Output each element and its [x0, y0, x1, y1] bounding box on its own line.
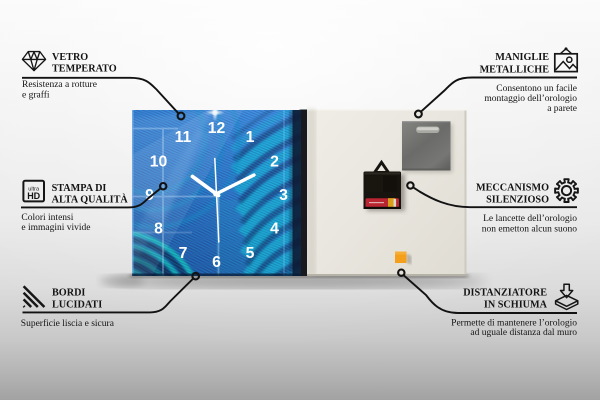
- svg-text:Superficie liscia e sicura: Superficie liscia e sicura: [21, 318, 115, 329]
- svg-text:VETRO: VETRO: [52, 52, 88, 63]
- svg-text:Resistenza a rotture: Resistenza a rotture: [22, 80, 97, 90]
- svg-text:8: 8: [154, 220, 163, 237]
- svg-text:6: 6: [212, 254, 221, 271]
- svg-text:3: 3: [279, 187, 288, 204]
- svg-text:STAMPA DI: STAMPA DI: [52, 183, 107, 194]
- svg-text:IN SCHIUMA: IN SCHIUMA: [484, 300, 548, 311]
- svg-text:SILENZIOSO: SILENZIOSO: [486, 195, 549, 206]
- svg-text:5: 5: [246, 245, 255, 262]
- svg-text:MECCANISMO: MECCANISMO: [476, 182, 549, 193]
- svg-text:Colori intensi: Colori intensi: [21, 213, 73, 223]
- svg-text:a parete: a parete: [547, 104, 577, 114]
- svg-text:12: 12: [208, 120, 226, 137]
- svg-text:11: 11: [175, 129, 192, 146]
- svg-text:BORDI: BORDI: [52, 287, 85, 298]
- svg-text:2: 2: [270, 153, 279, 170]
- svg-text:non emetton alcun suono: non emetton alcun suono: [482, 225, 577, 235]
- svg-text:MANIGLIE: MANIGLIE: [495, 52, 549, 63]
- svg-text:ultra: ultra: [28, 187, 40, 193]
- svg-text:9: 9: [145, 187, 154, 204]
- svg-text:e immagini vivide: e immagini vivide: [21, 223, 90, 233]
- svg-text:DISTANZIATORE: DISTANZIATORE: [463, 288, 547, 299]
- svg-text:LUCIDATI: LUCIDATI: [52, 300, 102, 311]
- svg-text:4: 4: [270, 220, 279, 237]
- svg-text:e graffi: e graffi: [22, 89, 50, 100]
- svg-text:METALLICHE: METALLICHE: [480, 65, 550, 76]
- svg-text:TEMPERATO: TEMPERATO: [52, 64, 117, 75]
- svg-text:1: 1: [246, 129, 255, 146]
- svg-text:Consentono un facile: Consentono un facile: [496, 83, 577, 94]
- svg-text:Le lancette dell’orologio: Le lancette dell’orologio: [483, 214, 577, 224]
- svg-text:Permette di mantenere l’orolog: Permette di mantenere l’orologio: [451, 319, 577, 329]
- svg-text:ad uguale distanza dal muro: ad uguale distanza dal muro: [470, 328, 577, 338]
- svg-text:montaggio dell’orologio: montaggio dell’orologio: [484, 94, 577, 104]
- svg-text:HD: HD: [27, 191, 40, 201]
- svg-text:7: 7: [179, 245, 188, 262]
- svg-text:ALTA QUALITÀ: ALTA QUALITÀ: [52, 194, 129, 206]
- svg-text:10: 10: [150, 153, 168, 170]
